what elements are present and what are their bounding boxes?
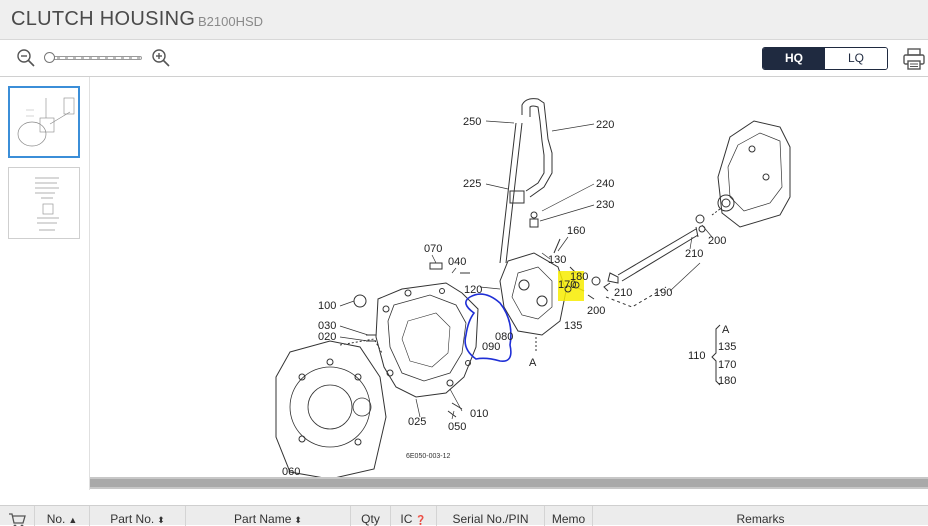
callout-label: 110 [688, 350, 706, 362]
column-header-qty: Qty [351, 506, 391, 526]
transmission-case [711, 120, 791, 228]
sort-asc-icon[interactable]: ▲ [68, 515, 78, 525]
callout-label: 250 [463, 116, 481, 128]
scrollbar-thumb[interactable] [90, 479, 928, 487]
cover-plate [499, 252, 567, 353]
callout-label: 200 [587, 305, 605, 317]
callout-label: 180 [570, 271, 588, 283]
callout-label: 230 [596, 199, 614, 211]
highlighted-part-marker [558, 271, 584, 301]
lq-button[interactable]: LQ [825, 48, 887, 69]
callout-label: 190 [654, 287, 672, 299]
oil-pipe-assembly [499, 98, 553, 264]
callout-label: 050 [448, 421, 466, 433]
printer-icon[interactable] [902, 47, 926, 71]
zoom-in-icon[interactable] [151, 48, 171, 68]
callout-label: 210 [614, 287, 632, 299]
column-header-part-no[interactable]: Part No.⬍ [90, 506, 186, 526]
cart-icon[interactable] [8, 512, 26, 526]
sort-both-icon[interactable]: ⬍ [294, 515, 302, 525]
callout-label: A [722, 324, 730, 336]
callout-label: 010 [470, 408, 488, 420]
model-number: B2100HSD [198, 14, 264, 29]
zoom-out-icon[interactable] [16, 48, 36, 68]
callout-label: 225 [463, 178, 481, 190]
column-label: Qty [361, 512, 380, 526]
column-label: Part Name [234, 512, 292, 526]
clutch-housing-exploded-diagram[interactable]: 250 220 225 240 230 160 130 180 170 070 … [90, 77, 928, 477]
callout-label: 025 [408, 416, 426, 428]
page-thumbnail-list [0, 77, 90, 490]
callout-label: 170 [718, 359, 736, 371]
callout-110-bracket [711, 324, 721, 386]
column-header-serial-no: Serial No./PIN [437, 506, 545, 526]
column-label: IC [400, 512, 413, 526]
sort-both-icon[interactable]: ⬍ [157, 515, 165, 525]
callout-label: 240 [596, 178, 614, 190]
page-header: CLUTCH HOUSING B2100HSD [0, 0, 928, 40]
image-quality-toggle: HQ LQ [762, 47, 888, 70]
column-label: Part No. [110, 512, 155, 526]
callout-label: 210 [685, 248, 703, 260]
callout-label: 100 [318, 300, 336, 312]
callout-label: 130 [548, 254, 566, 266]
callout-label: 220 [596, 119, 614, 131]
exploded-diagram-thumbnail [17, 97, 75, 147]
column-header-no[interactable]: No.▲ [35, 506, 90, 526]
hq-button[interactable]: HQ [763, 48, 825, 69]
callout-label: 080 [495, 331, 513, 343]
parts-diagram-viewport[interactable]: 250 220 225 240 230 160 130 180 170 070 … [90, 77, 928, 477]
callout-label: 070 [424, 243, 442, 255]
plug-part [353, 294, 367, 308]
callout-label: 060 [282, 466, 300, 477]
callout-label: 200 [708, 235, 726, 247]
parts-list-thumbnail [35, 177, 59, 231]
viewer-toolbar: HQ LQ [0, 40, 928, 77]
diagram-horizontal-scrollbar[interactable] [90, 477, 928, 489]
page-thumbnail-2[interactable] [8, 167, 80, 239]
help-icon[interactable]: ❓ [415, 515, 427, 525]
zoom-slider-track[interactable] [48, 56, 142, 60]
leader-lines [339, 120, 713, 420]
callout-label: 170 [558, 279, 576, 291]
callout-label: 135 [564, 320, 582, 332]
callout-label: 160 [567, 225, 585, 237]
column-header-memo: Memo [545, 506, 593, 526]
column-header-remarks: Remarks [593, 506, 928, 526]
cart-column[interactable] [0, 506, 35, 526]
clutch-housing-body [375, 282, 479, 398]
page-title: CLUTCH HOUSING [11, 8, 196, 30]
callout-label: 090 [482, 341, 500, 353]
callout-label: 120 [464, 284, 482, 296]
zoom-slider-handle[interactable] [44, 52, 55, 63]
column-label: No. [46, 512, 66, 526]
callout-label: 030 [318, 320, 336, 332]
drawing-code: 6E050-003-12 [406, 453, 450, 460]
drive-shaft [607, 225, 706, 284]
callout-label: 020 [318, 331, 336, 343]
user-annotation-circle [464, 293, 512, 362]
flywheel-housing-plate [275, 338, 387, 477]
callout-label: 040 [448, 256, 466, 268]
callout-label: 180 [718, 375, 736, 387]
column-label: Remarks [736, 512, 785, 526]
column-label: Serial No./PIN [452, 512, 529, 526]
column-header-ic: IC❓ [391, 506, 437, 526]
callout-label: A [529, 357, 537, 369]
parts-table-header: No.▲ Part No.⬍ Part Name⬍ Qty IC❓ Serial… [0, 505, 928, 526]
callout-label: 135 [718, 341, 736, 353]
callout-labels: 250 220 225 240 230 160 130 180 170 070 … [282, 116, 736, 477]
column-header-part-name[interactable]: Part Name⬍ [186, 506, 351, 526]
page-thumbnail-1[interactable] [8, 86, 80, 158]
column-label: Memo [551, 512, 586, 526]
